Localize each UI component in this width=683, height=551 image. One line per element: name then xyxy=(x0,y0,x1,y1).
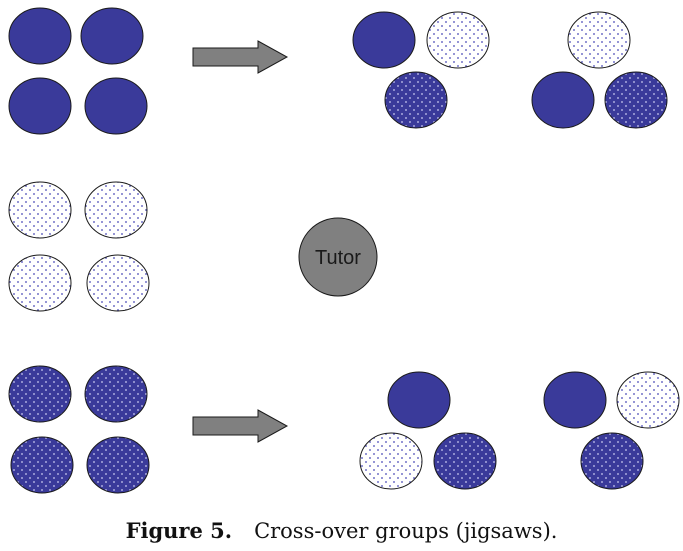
arrow-right-icon xyxy=(192,409,289,443)
figure-caption-text: Cross-over groups (jigsaws). xyxy=(254,519,558,543)
jigsaw-triad xyxy=(352,11,490,129)
solid-member xyxy=(8,77,72,135)
dotted-member xyxy=(359,432,423,490)
tutor-label: Tutor xyxy=(315,247,361,269)
solid-member xyxy=(387,371,451,429)
blue-dotted-member xyxy=(84,365,148,423)
jigsaw-triad xyxy=(359,371,497,490)
solid-group xyxy=(8,7,148,135)
blue-dotted-member xyxy=(433,432,497,490)
dotted-member xyxy=(8,181,72,239)
blue-dotted-member xyxy=(86,436,150,494)
figure-label: Figure 5. xyxy=(125,518,233,543)
solid-member xyxy=(84,77,148,135)
jigsaw-triad xyxy=(531,11,668,129)
dotted-member xyxy=(567,11,631,69)
solid-member xyxy=(352,11,416,69)
jigsaw-triad xyxy=(543,371,680,490)
solid-member xyxy=(80,7,144,65)
blue-dotted-member xyxy=(384,71,448,129)
solid-member xyxy=(8,7,72,65)
arrow-right-icon xyxy=(192,40,289,74)
blue-dotted-group xyxy=(8,365,150,494)
dotted-member xyxy=(426,11,490,69)
blue-dotted-member xyxy=(580,432,644,490)
blue-dotted-member xyxy=(10,436,74,494)
tutor-node: Tutor xyxy=(298,217,378,297)
solid-member xyxy=(543,371,607,429)
dotted-member xyxy=(8,254,72,312)
figure-caption: Figure 5. Cross-over groups (jigsaws). xyxy=(0,518,683,543)
solid-member xyxy=(531,71,595,129)
dotted-group xyxy=(8,181,150,312)
dotted-member xyxy=(84,181,148,239)
blue-dotted-member xyxy=(604,71,668,129)
blue-dotted-member xyxy=(8,365,72,423)
dotted-member xyxy=(86,254,150,312)
tutor-circle xyxy=(298,217,378,297)
dotted-member xyxy=(616,371,680,429)
